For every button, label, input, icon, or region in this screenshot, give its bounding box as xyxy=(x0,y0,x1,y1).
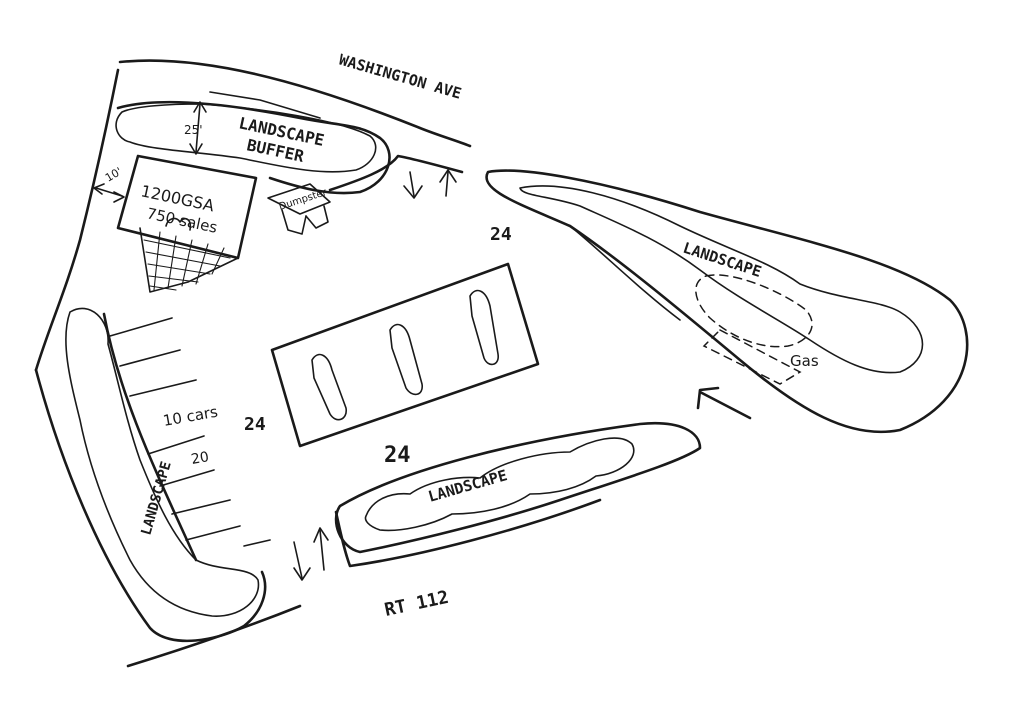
gas-canopy xyxy=(695,274,813,348)
washington-ave-edge xyxy=(118,59,472,148)
bottom-island-landscape-label: LANDSCAPE xyxy=(426,466,509,506)
hatched-apron xyxy=(139,227,239,293)
washington-driveway-edge xyxy=(328,154,464,192)
car-3 xyxy=(469,289,499,366)
central-parking-island xyxy=(270,262,540,448)
left-landscape-strip xyxy=(34,307,267,643)
dumpster-label: Dumpster xyxy=(278,187,329,213)
setback-10-dimension xyxy=(93,183,125,203)
rt112-label: RT 112 xyxy=(383,587,451,621)
island-connector xyxy=(569,225,681,321)
aisle-bottom-24-label: 24 xyxy=(384,443,411,468)
bottom-landscape-island xyxy=(334,421,702,554)
washington-ave-label: WASHINGTON AVE xyxy=(337,51,464,103)
left-parking-stalls xyxy=(102,312,241,562)
car-1 xyxy=(311,353,347,421)
aisle-top-24-label: 24 xyxy=(490,224,512,245)
stall-depth-label: 20 xyxy=(190,449,210,468)
lot-west-boundary xyxy=(34,68,120,372)
right-landscape-island xyxy=(485,169,969,434)
landscape-buffer-area xyxy=(115,100,391,195)
setback-25-label: 25' xyxy=(184,123,203,137)
gas-pump-pad xyxy=(702,329,802,385)
washington-in-out-arrows xyxy=(403,169,457,199)
aisle-left-24-label: 24 xyxy=(244,414,266,435)
right-entry-arrow xyxy=(696,386,752,420)
gas-label: Gas xyxy=(790,352,819,370)
dumpster-enclosure xyxy=(267,183,331,235)
setback-25-dimension xyxy=(189,101,207,155)
car-2 xyxy=(389,323,423,396)
rt112-in-out-arrows xyxy=(293,527,329,581)
cars-label: 10 cars xyxy=(162,403,220,430)
setback-10-label: 10' xyxy=(103,165,124,185)
